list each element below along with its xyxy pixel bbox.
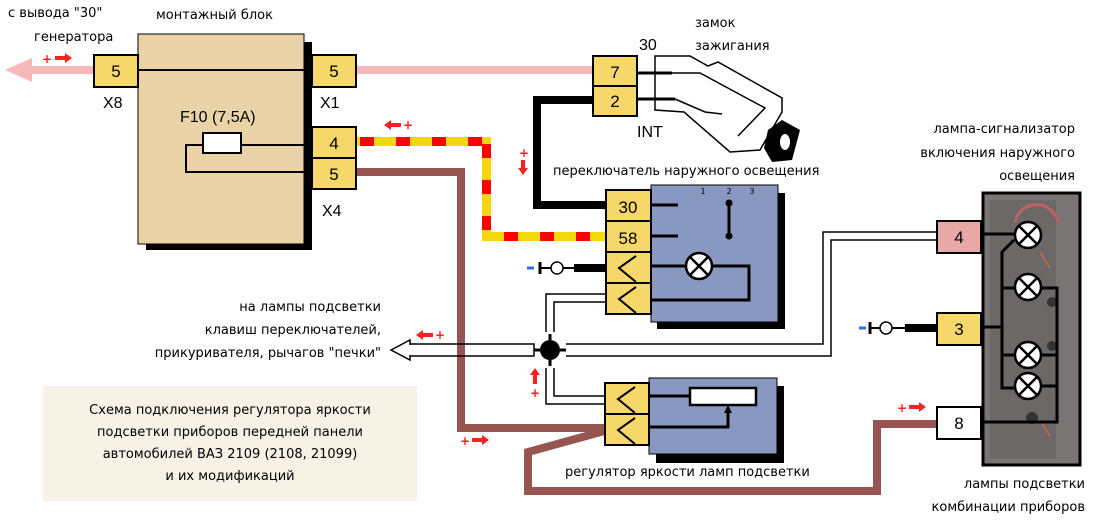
x8-label: X8 (103, 95, 123, 112)
connector-switch: 30 58 (605, 189, 652, 315)
polarity-arrow-right: + (42, 52, 72, 66)
wire-backlight-bus (389, 231, 937, 405)
light-switch: 1 2 3 (650, 184, 785, 329)
svg-text:+: + (530, 386, 540, 400)
fuse-label: F10 (7,5A) (180, 109, 256, 126)
backlight-label-1: на лампы подсветки (239, 300, 381, 315)
polarity-arrow-right: + (460, 434, 489, 448)
indicator-label-3: освещения (999, 169, 1075, 184)
svg-text:5: 5 (111, 62, 120, 81)
svg-text:1: 1 (700, 187, 705, 196)
junction-node (540, 340, 560, 360)
connector-cluster-3: 3 (936, 312, 982, 346)
svg-text:+: + (519, 146, 529, 160)
svg-text:+: + (435, 328, 445, 342)
backlight-label-3: прикуривателя, рычагов "печки" (155, 346, 381, 361)
connector-dimmer (604, 382, 650, 446)
ignition-label-1: замок (695, 16, 736, 31)
caption-line: автомобилей ВАЗ 2109 (2108, 21099) (102, 446, 358, 462)
connector-cluster-4: 4 (936, 220, 982, 254)
cluster-lamp-icon (1013, 371, 1043, 401)
polarity-arrow-down: + (518, 146, 529, 175)
generator-label-1: с вывода "30" (8, 6, 102, 21)
svg-text:8: 8 (954, 414, 963, 433)
svg-text:7: 7 (610, 63, 619, 82)
cluster-label-1: лампы подсветки (964, 477, 1085, 492)
generator-label-2: генератора (34, 30, 113, 45)
caption-line: Схема подключения регулятора яркости (89, 402, 371, 418)
connector-cluster-8: 8 (936, 406, 982, 440)
polarity-arrow-left: + (384, 118, 413, 132)
svg-text:3: 3 (954, 320, 963, 339)
caption-box: Схема подключения регулятора яркости под… (43, 386, 417, 501)
wire-generator-pink (5, 58, 595, 82)
ignition-int-label: INT (637, 124, 663, 141)
switch-lamp-icon (684, 251, 714, 281)
wire-x4-to-switch-58 (356, 137, 608, 241)
svg-text:58: 58 (619, 229, 638, 248)
svg-text:+: + (897, 401, 907, 415)
svg-text:2: 2 (610, 92, 619, 111)
indicator-label-1: лампа-сигнализатор (933, 122, 1075, 137)
polarity-arrow-left: + (416, 328, 445, 342)
caption-line: и их модификаций (165, 468, 295, 484)
svg-text:5: 5 (329, 165, 338, 184)
backlight-label-2: клавиш переключателей, (205, 323, 381, 338)
x4-label: X4 (322, 203, 342, 220)
polarity-arrow-up: + (530, 368, 540, 400)
mounting-block-label: монтажный блок (156, 8, 273, 23)
cluster-label-2: комбинации приборов (932, 500, 1085, 515)
connector-x1: 5 (311, 54, 357, 88)
caption-line: подсветки приборов передней панели (97, 424, 363, 440)
ground-symbol-cluster (859, 321, 937, 335)
svg-text:+: + (460, 434, 470, 448)
svg-text:30: 30 (619, 198, 638, 217)
mounting-block (137, 33, 312, 250)
connector-x4: 4 5 (311, 126, 357, 190)
svg-text:4: 4 (954, 228, 963, 247)
ignition-switch (630, 55, 800, 162)
svg-text:+: + (403, 118, 413, 132)
indicator-label-2: включения наружного (920, 146, 1075, 161)
cluster-lamp-icon (1013, 272, 1043, 302)
polarity-arrow-right: + (897, 401, 926, 415)
connector-x8: 5 (93, 54, 139, 88)
ground-symbol-switch (527, 261, 606, 275)
svg-text:3: 3 (749, 187, 754, 196)
indicator-lamp-icon (1013, 220, 1043, 250)
connector-ignition: 7 2 (592, 55, 638, 117)
dimmer-label: регулятор яркости ламп подсветки (565, 465, 810, 480)
svg-text:2: 2 (726, 187, 731, 196)
svg-text:5: 5 (329, 62, 338, 81)
instrument-cluster (981, 191, 1082, 467)
resistor-icon (688, 386, 758, 407)
wire-ignition-to-switch (533, 96, 608, 209)
light-switch-label: переключатель наружного освещения (553, 164, 819, 179)
ignition-pin30-label: 30 (639, 37, 657, 54)
cluster-lamp-icon (1013, 340, 1043, 370)
dimmer-regulator (648, 377, 784, 463)
svg-text:+: + (42, 52, 52, 66)
ignition-label-2: зажигания (695, 39, 770, 54)
svg-text:4: 4 (329, 134, 338, 153)
x1-label: X1 (320, 95, 340, 112)
wire-brown-cluster (524, 420, 940, 495)
wire-brown-dimmer (356, 168, 608, 432)
fuse-f10 (202, 132, 242, 154)
